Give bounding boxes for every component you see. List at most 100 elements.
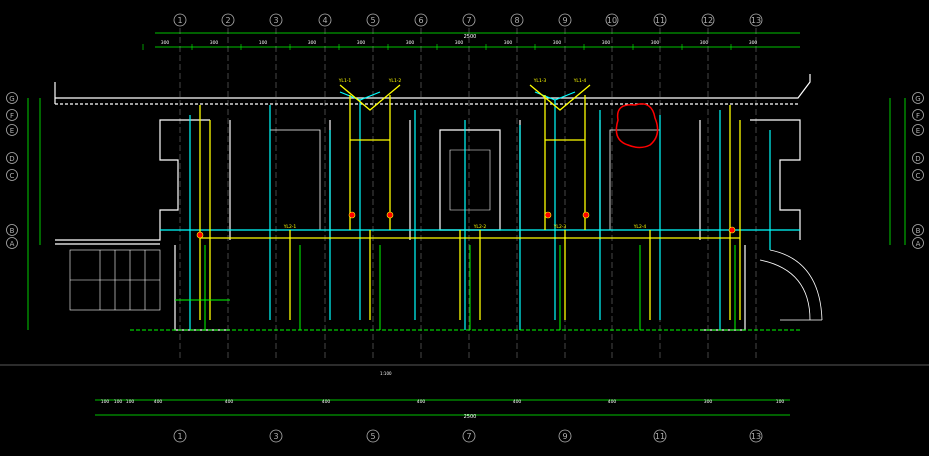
dim-label: 300 [504, 40, 513, 46]
dim-label: 100 [101, 399, 110, 405]
dim-label: 300 [651, 40, 660, 46]
axis-label: F [10, 112, 14, 120]
axis-label: 10 [607, 16, 617, 25]
dim-label: 400 [154, 399, 163, 405]
axis-bubble [605, 13, 619, 27]
dim-label: 300 [161, 40, 170, 46]
axis-bubble [6, 169, 18, 181]
dim-label: 400 [225, 399, 234, 405]
axis-bubble [6, 237, 18, 249]
axis-bubble [6, 124, 18, 136]
axis-bubble [269, 13, 283, 27]
axis-label: F [916, 112, 920, 120]
riser-marker [582, 211, 590, 219]
axis-label: E [10, 127, 14, 135]
axis-label: 7 [466, 16, 471, 25]
top-overall-dim: 2500 [464, 34, 477, 40]
dim-label: 300 [406, 40, 415, 46]
axis-label: G [9, 95, 14, 103]
axis-label: 11 [655, 16, 665, 25]
axis-bubble [558, 429, 572, 443]
axis-label: 4 [322, 16, 327, 25]
axis-bubble [912, 92, 924, 104]
axis-bubble [558, 13, 572, 27]
dim-label: 100 [126, 399, 135, 405]
riser-marker [544, 211, 552, 219]
left-stair [69, 249, 161, 311]
axis-bubble [653, 429, 667, 443]
axis-label: B [916, 227, 921, 235]
axis-label: A [10, 240, 15, 248]
axis-label: A [916, 240, 921, 248]
axis-label: 2 [225, 16, 230, 25]
axis-label: 11 [655, 432, 665, 441]
dim-label: 300 [553, 40, 562, 46]
axis-bubble [6, 92, 18, 104]
dim-label: 100 [259, 40, 268, 46]
dim-label: 100 [114, 399, 123, 405]
dim-label: 300 [210, 40, 219, 46]
axis-bubble [6, 224, 18, 236]
left-dim-chain [27, 98, 41, 330]
dim-label: 100 [776, 399, 785, 405]
axis-bubble [749, 13, 763, 27]
axis-label: D [9, 155, 14, 163]
axis-label: 12 [703, 16, 713, 25]
axis-bubble [462, 13, 476, 27]
grid-lines [179, 28, 757, 360]
dim-label: 300 [308, 40, 317, 46]
axis-bubble [749, 429, 763, 443]
dim-label: 300 [602, 40, 611, 46]
dim-label: 400 [322, 399, 331, 405]
riser-markers [196, 211, 736, 239]
dim-label: 300 [704, 399, 713, 405]
riser-marker [386, 211, 394, 219]
axis-label: 5 [370, 16, 375, 25]
riser-label: YL1-2 [388, 78, 402, 84]
right-dim-chain [889, 98, 906, 245]
riser-marker [348, 211, 356, 219]
axis-bubble [462, 429, 476, 443]
axis-label: G [915, 95, 920, 103]
axis-label: 3 [273, 432, 278, 441]
axis-label: E [916, 127, 920, 135]
axis-bubble [510, 13, 524, 27]
axis-label: 13 [751, 432, 761, 441]
riser-marker [196, 231, 204, 239]
dim-label: 300 [700, 40, 709, 46]
axis-bubble [318, 13, 332, 27]
top-dimension-chain [155, 32, 800, 48]
axis-bubble [912, 237, 924, 249]
axis-label: B [10, 227, 15, 235]
axis-bubble [912, 124, 924, 136]
dim-label: 400 [608, 399, 617, 405]
axis-label: 7 [466, 432, 471, 441]
revision-cloud [615, 103, 659, 149]
axis-bubble [366, 13, 380, 27]
axis-label: 8 [514, 16, 519, 25]
axis-bubble [173, 429, 187, 443]
dim-label: 400 [417, 399, 426, 405]
axis-bubble [6, 152, 18, 164]
axis-bubble [701, 13, 715, 27]
axis-label: 1 [177, 16, 182, 25]
bottom-dimension-chain [95, 399, 790, 416]
dim-label: 300 [455, 40, 464, 46]
yellow-pipes [199, 84, 741, 320]
axis-label: 13 [751, 16, 761, 25]
scale-label: 1:100 [380, 371, 392, 376]
axis-bubble [366, 429, 380, 443]
axis-label: D [915, 155, 920, 163]
riser-label: YL1-4 [573, 78, 587, 84]
riser-label: YL2-4 [633, 224, 647, 230]
axis-bubble [912, 152, 924, 164]
dim-label: 400 [513, 399, 522, 405]
riser-label: YL1-3 [533, 78, 547, 84]
axis-label: 3 [273, 16, 278, 25]
